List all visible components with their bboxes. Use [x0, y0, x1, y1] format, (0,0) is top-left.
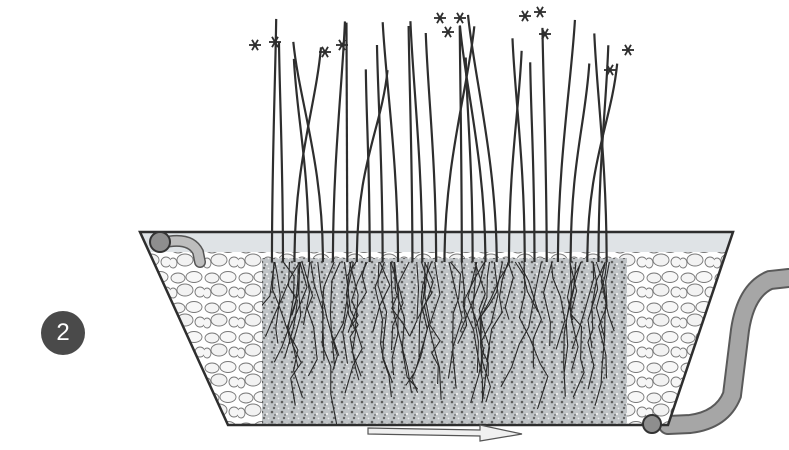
reed-flower-head	[454, 13, 466, 23]
reed-plants	[249, 7, 634, 262]
reed-stem	[542, 28, 546, 262]
reed-flower-head	[622, 45, 634, 55]
reed-stem	[377, 45, 383, 262]
basin	[140, 232, 740, 428]
reed-flower-head	[434, 13, 446, 23]
reed-flower-head	[534, 7, 546, 17]
flow-direction-arrow	[368, 425, 522, 441]
reed-stem	[272, 19, 276, 262]
reed-stem	[279, 42, 283, 262]
sand-layer	[262, 258, 627, 428]
reed-flower-head	[442, 27, 454, 37]
reed-flower-head	[249, 40, 261, 50]
reed-flower-head	[539, 29, 551, 39]
reed-stem	[383, 22, 398, 262]
reed-stem	[333, 21, 345, 262]
reed-flower-head	[604, 65, 616, 75]
reed-flower-head	[519, 11, 531, 21]
reed-stem	[426, 33, 436, 262]
outlet-valve	[643, 415, 661, 433]
step-number-badge: 2	[41, 311, 85, 355]
reed-stem	[460, 26, 462, 262]
reed-stem	[346, 23, 347, 262]
